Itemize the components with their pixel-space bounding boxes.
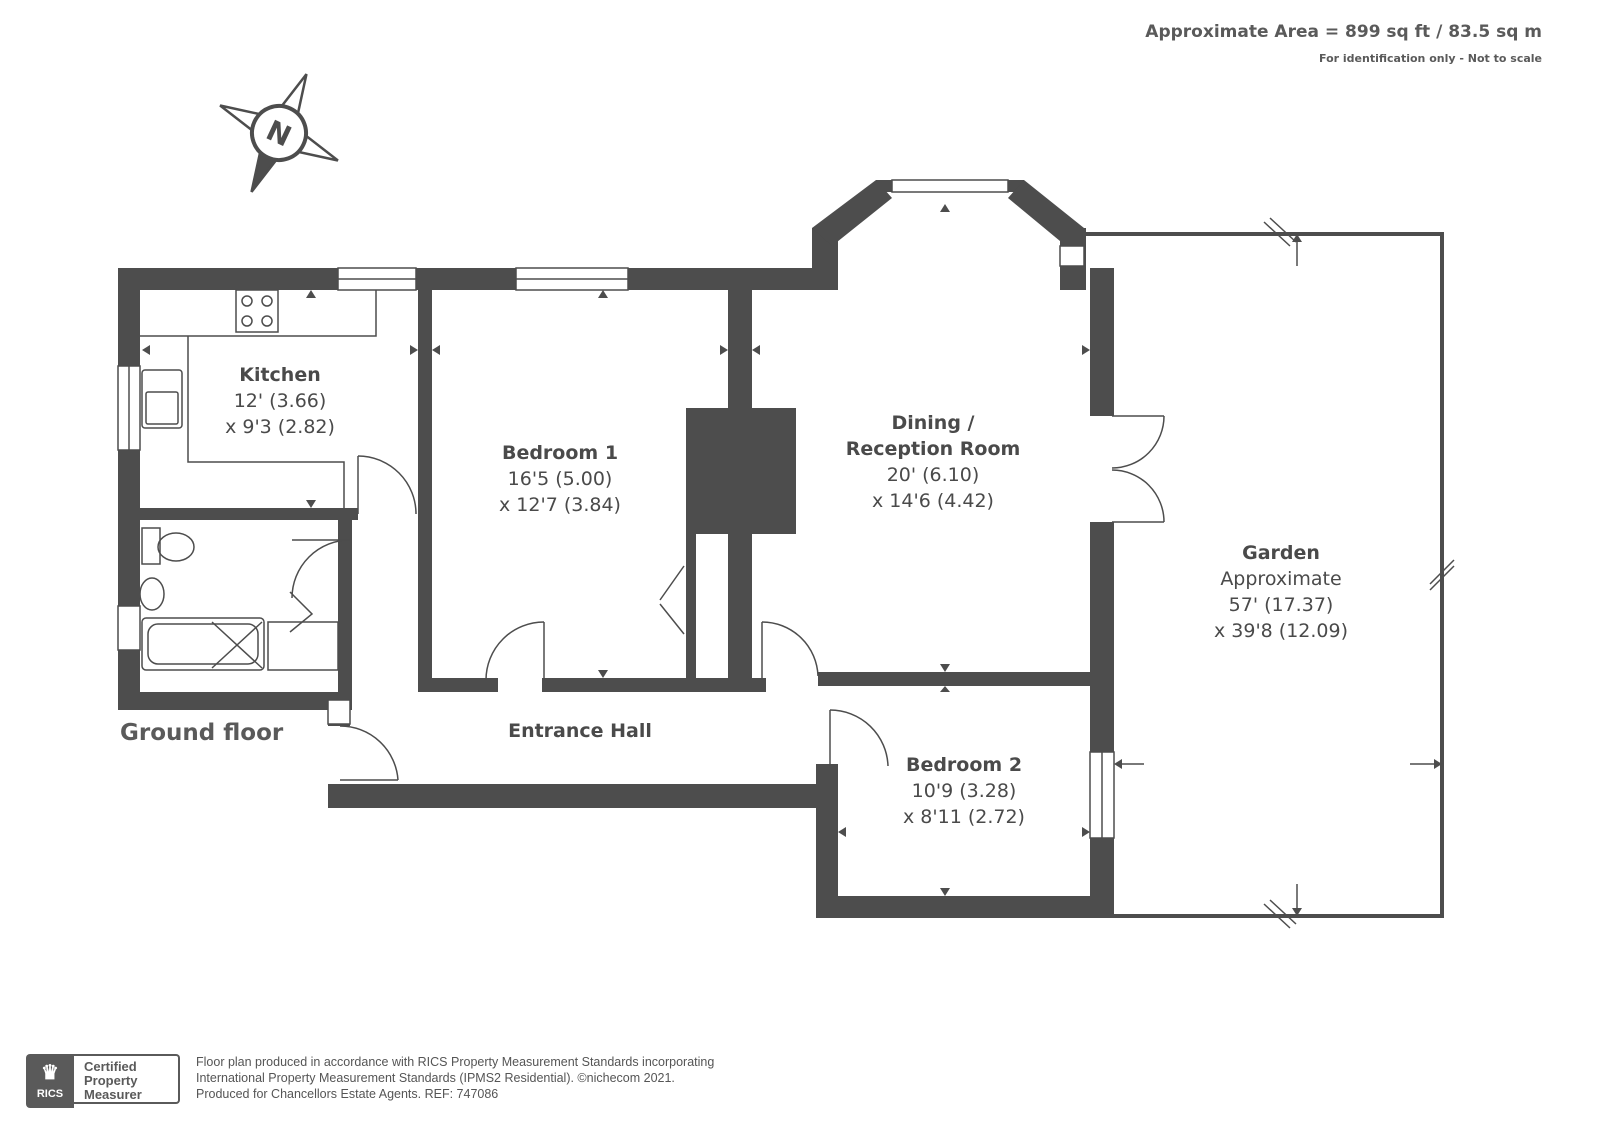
bedroom2-dim2: x 8'11 (2.72) (903, 806, 1025, 828)
dining-name1: Dining / (891, 412, 975, 434)
kitchen-name: Kitchen (239, 364, 321, 386)
footer-line3: Produced for Chancellors Estate Agents. … (196, 1087, 499, 1101)
floor-label: Ground floor (120, 720, 284, 746)
badge-line1: Certified (84, 1059, 137, 1074)
bedroom2-label: Bedroom 2 10'9 (3.28) x 8'11 (2.72) (903, 752, 1025, 830)
garden-name: Garden (1242, 542, 1320, 564)
hall-name: Entrance Hall (508, 720, 652, 742)
rics-org: RICS (36, 1088, 64, 1100)
bedroom1-name: Bedroom 1 (501, 442, 619, 464)
disclaimer-note: For identification only - Not to scale (1319, 52, 1542, 65)
kitchen-dim1: 12' (3.66) (233, 390, 327, 412)
approximate-area: Approximate Area = 899 sq ft / 83.5 sq m (1145, 22, 1542, 42)
garden-dim2: x 39'8 (12.09) (1213, 620, 1349, 642)
dining-name2: Reception Room (845, 438, 1021, 460)
footer-line2: International Property Measurement Stand… (196, 1071, 675, 1085)
bedroom1-dim2: x 12'7 (3.84) (499, 494, 621, 516)
bedroom1-dim1: 16'5 (5.00) (507, 468, 613, 490)
rics-logo: ♛ RICS (26, 1054, 74, 1108)
footer-text: Floor plan produced in accordance with R… (196, 1054, 714, 1102)
dimension-lines (1118, 217, 1455, 929)
doors (289, 415, 1165, 781)
rics-badge: ♛ RICS Certified Property Measurer (26, 1054, 184, 1108)
dining-dim1: 20' (6.10) (886, 464, 980, 486)
lion-crest-icon: ♛ (41, 1062, 59, 1084)
bedroom1-label: Bedroom 1 16'5 (5.00) x 12'7 (3.84) (499, 440, 621, 518)
badge-line3: Measurer (84, 1087, 142, 1102)
compass-icon: N (219, 73, 339, 193)
kitchen-dim2: x 9'3 (2.82) (225, 416, 335, 438)
bedroom2-dim1: 10'9 (3.28) (911, 780, 1017, 802)
bathroom-fittings (139, 527, 339, 671)
garden-sub: Approximate (1220, 568, 1342, 590)
hall-label: Entrance Hall (508, 718, 652, 744)
garden-label: Garden Approximate 57' (17.37) x 39'8 (1… (1214, 540, 1348, 644)
badge-line2: Property (84, 1073, 138, 1088)
dining-label: Dining / Reception Room 20' (6.10) x 14'… (846, 410, 1021, 514)
footer-line1: Floor plan produced in accordance with R… (196, 1055, 715, 1069)
garden-dim1: 57' (17.37) (1228, 594, 1334, 616)
bedroom2-name: Bedroom 2 (905, 754, 1023, 776)
windows (117, 179, 1115, 839)
kitchen-fittings (140, 289, 377, 508)
rics-certification: Certified Property Measurer (74, 1054, 180, 1104)
kitchen-label: Kitchen 12' (3.66) x 9'3 (2.82) (225, 362, 335, 440)
walls (118, 180, 1114, 918)
dining-dim2: x 14'6 (4.42) (872, 490, 994, 512)
